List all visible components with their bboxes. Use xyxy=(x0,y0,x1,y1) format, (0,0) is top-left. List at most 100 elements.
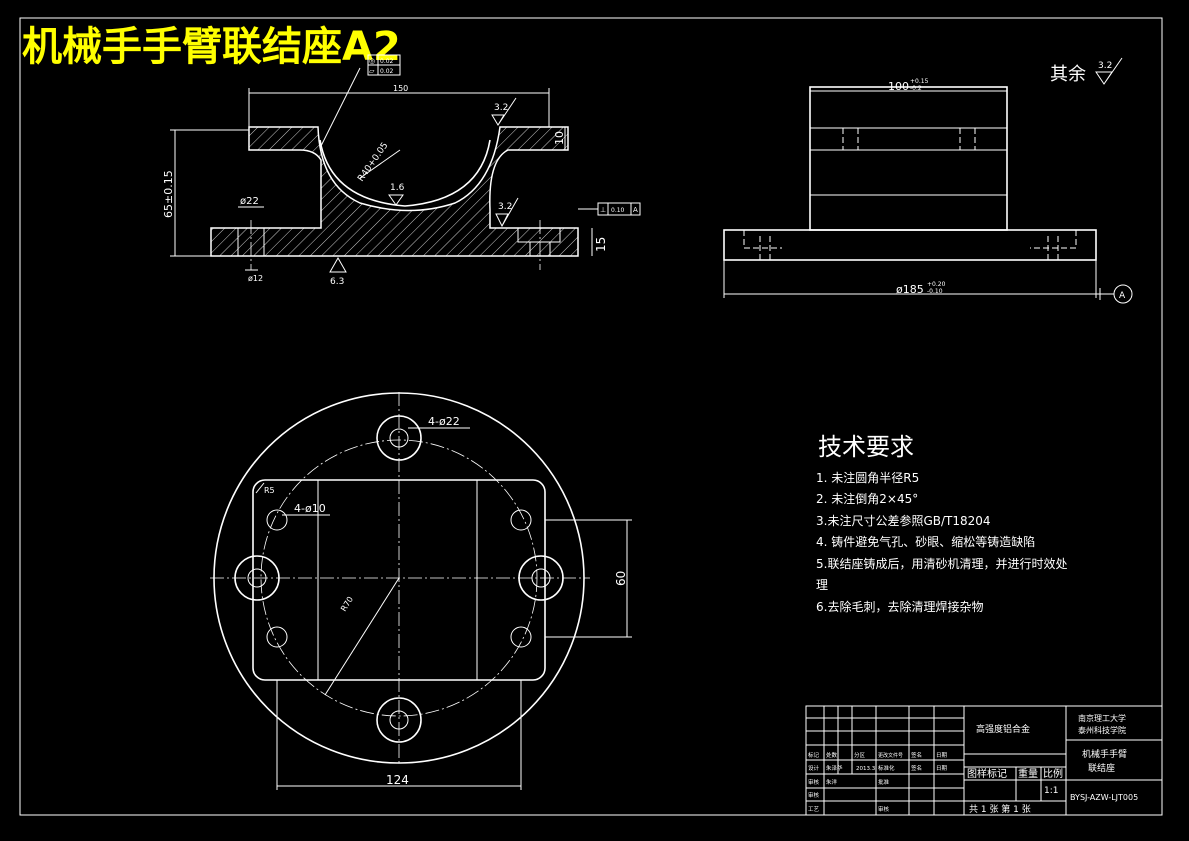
side-dim-width-tol-up: +0.15 xyxy=(910,78,929,85)
top-small-holes xyxy=(266,509,532,648)
top-dim-radius-bore-leader xyxy=(324,577,400,696)
side-datum-circle xyxy=(1113,284,1133,304)
top-large-hole-top xyxy=(376,415,422,461)
front-tol-base-value: 0.10 xyxy=(611,207,625,214)
side-dim-diameter-tol-up: +0.20 xyxy=(927,281,946,288)
rev-label-mark: 标记 xyxy=(808,751,820,759)
stage-label: 图样标记 xyxy=(967,767,1007,780)
part-name-line2: 联结座 xyxy=(1088,762,1115,774)
tech-item: 理 xyxy=(816,578,828,592)
front-dim-thickness-top: 10 xyxy=(553,131,566,145)
std-label: 标准化 xyxy=(878,764,895,772)
top-large-hole-right-inner xyxy=(531,568,551,588)
top-dim-holes-small: 4-ø10 xyxy=(294,502,326,515)
design-label: 设计 xyxy=(808,764,820,772)
remaining-roughness-value: 3.2 xyxy=(1098,61,1112,71)
remaining-roughness-label: 其余 xyxy=(1050,64,1086,85)
front-roughness-base-right: 3.2 xyxy=(498,202,512,212)
tech-item: 2. 未注倒角2×45° xyxy=(816,491,918,506)
top-large-hole-bottom-inner xyxy=(389,710,409,730)
material: 高强度铝合金 xyxy=(976,723,1030,735)
top-large-hole-right xyxy=(518,555,564,601)
top-small-hole-tr xyxy=(510,509,532,531)
drawing-no: BYSJ-AZW-LJT005 xyxy=(1070,793,1138,802)
tech-item: 4. 铸件避免气孔、砂眼、缩松等铸造缺陷 xyxy=(816,534,1035,549)
rev-label-count: 处数 xyxy=(826,751,838,759)
part-name-line1: 机械手手臂 xyxy=(1082,748,1127,760)
front-dim-hole: ø22 xyxy=(240,196,259,207)
top-dim-height: 60 xyxy=(614,571,628,586)
rev-label-doc: 更改文件号 xyxy=(878,752,903,759)
front-tol-top-value: 0.02 xyxy=(380,58,394,65)
front-dim-width: 150 xyxy=(393,84,408,93)
front-tol-top-symbol-2: ▱ xyxy=(369,67,375,75)
weight-label: 重量 xyxy=(1018,767,1038,780)
front-roughness-bottom: 6.3 xyxy=(330,277,344,287)
front-dim-height: 65±0.15 xyxy=(162,170,175,218)
front-bore-arc xyxy=(319,139,491,207)
craft-label: 审核 xyxy=(878,805,890,813)
front-dim-bore: R40+0.05 xyxy=(356,141,390,184)
top-dim-radius-bore: R70 xyxy=(339,595,355,613)
designer-name: 朱泽华 xyxy=(826,764,843,772)
process-label: 工艺 xyxy=(808,806,820,813)
revision-grid: 标记 处数 分区 更改文件号 签名 日期 设计 朱泽华 2013.3 标准化 签… xyxy=(806,706,965,815)
top-small-hole-br xyxy=(510,626,532,648)
side-base-hidden-r xyxy=(1030,230,1077,249)
front-tol-top-symbol: ◎ xyxy=(369,57,375,65)
process-check-label: 审核 xyxy=(808,791,820,799)
tech-item: 1. 未注圆角半径R5 xyxy=(816,470,919,485)
side-dim-width-tol-dn: -0.2 xyxy=(910,85,922,92)
top-view: 4-ø22 4-ø10 R5 R70 60 124 xyxy=(210,392,632,790)
side-base-hidden-l xyxy=(743,230,782,249)
tech-requirements: 技术要求 1. 未注圆角半径R5 2. 未注倒角2×45° 3.未注尺寸公差参照… xyxy=(816,433,1067,614)
school-line1: 南京理工大学 xyxy=(1078,713,1126,723)
roughness-symbol-icon xyxy=(388,194,404,206)
remaining-roughness-note: 其余 3.2 xyxy=(1050,57,1123,85)
front-roughness-top: 3.2 xyxy=(494,103,508,113)
side-view: 100 +0.15 -0.2 ø185 +0.20 -0.10 A xyxy=(723,78,1133,304)
top-dim-width: 124 xyxy=(386,773,409,787)
drawing-border xyxy=(19,17,1163,816)
front-bore-leader xyxy=(359,149,401,179)
rev-label-date: 日期 xyxy=(936,752,948,759)
tech-item: 6.去除毛刺，去除清理焊接杂物 xyxy=(816,599,983,614)
side-base-plate xyxy=(723,229,1097,261)
title-block: 标记 处数 分区 更改文件号 签名 日期 设计 朱泽华 2013.3 标准化 签… xyxy=(805,705,1163,816)
top-small-hole-bl xyxy=(266,626,288,648)
top-large-holes xyxy=(234,415,564,743)
top-large-hole-left-inner xyxy=(247,568,267,588)
side-upper-block xyxy=(809,86,1008,231)
approve-label: 批准 xyxy=(878,778,890,786)
check-label: 审核 xyxy=(808,778,820,786)
rev-label-zone: 分区 xyxy=(854,751,866,759)
side-dim-diameter: ø185 xyxy=(896,283,924,296)
top-dim-holes-large: 4-ø22 xyxy=(428,415,460,428)
top-dim-radius-small-leader xyxy=(255,482,265,494)
front-section-body xyxy=(210,126,579,257)
top-small-hole-tl xyxy=(266,509,288,531)
roughness-symbol-icon xyxy=(495,197,519,228)
front-tol-leader xyxy=(319,67,361,149)
front-tol-frame-base xyxy=(597,202,641,216)
check-person: 朱洋 xyxy=(826,778,838,786)
sheets: 共 1 张 第 1 张 xyxy=(969,803,1031,815)
top-dim-radius-small: R5 xyxy=(264,486,275,495)
side-datum: A xyxy=(1119,291,1126,301)
tech-requirements-title: 技术要求 xyxy=(818,433,914,461)
tech-item: 5.联结座铸成后，用清砂机清理，并进行时效处 xyxy=(816,556,1067,571)
drawing-title: 机械手手臂联结座A2 xyxy=(22,24,401,70)
top-large-hole-top-inner xyxy=(389,428,409,448)
school-line2: 泰州科技学院 xyxy=(1078,725,1126,735)
front-tol-base-datum: A xyxy=(633,206,638,214)
scale-value: 1:1 xyxy=(1044,786,1058,796)
tech-item: 3.未注尺寸公差参照GB/T18204 xyxy=(816,513,991,528)
front-roughness-bore: 1.6 xyxy=(390,183,405,193)
rev-label-sign: 签名 xyxy=(911,751,922,759)
design-date: 2013.3 xyxy=(856,766,876,772)
scale-label: 比例 xyxy=(1043,767,1063,780)
side-dim-diameter-tol-dn: -0.10 xyxy=(927,288,943,295)
front-dim-base: 15 xyxy=(594,237,608,252)
roughness-symbol-icon xyxy=(329,256,347,273)
